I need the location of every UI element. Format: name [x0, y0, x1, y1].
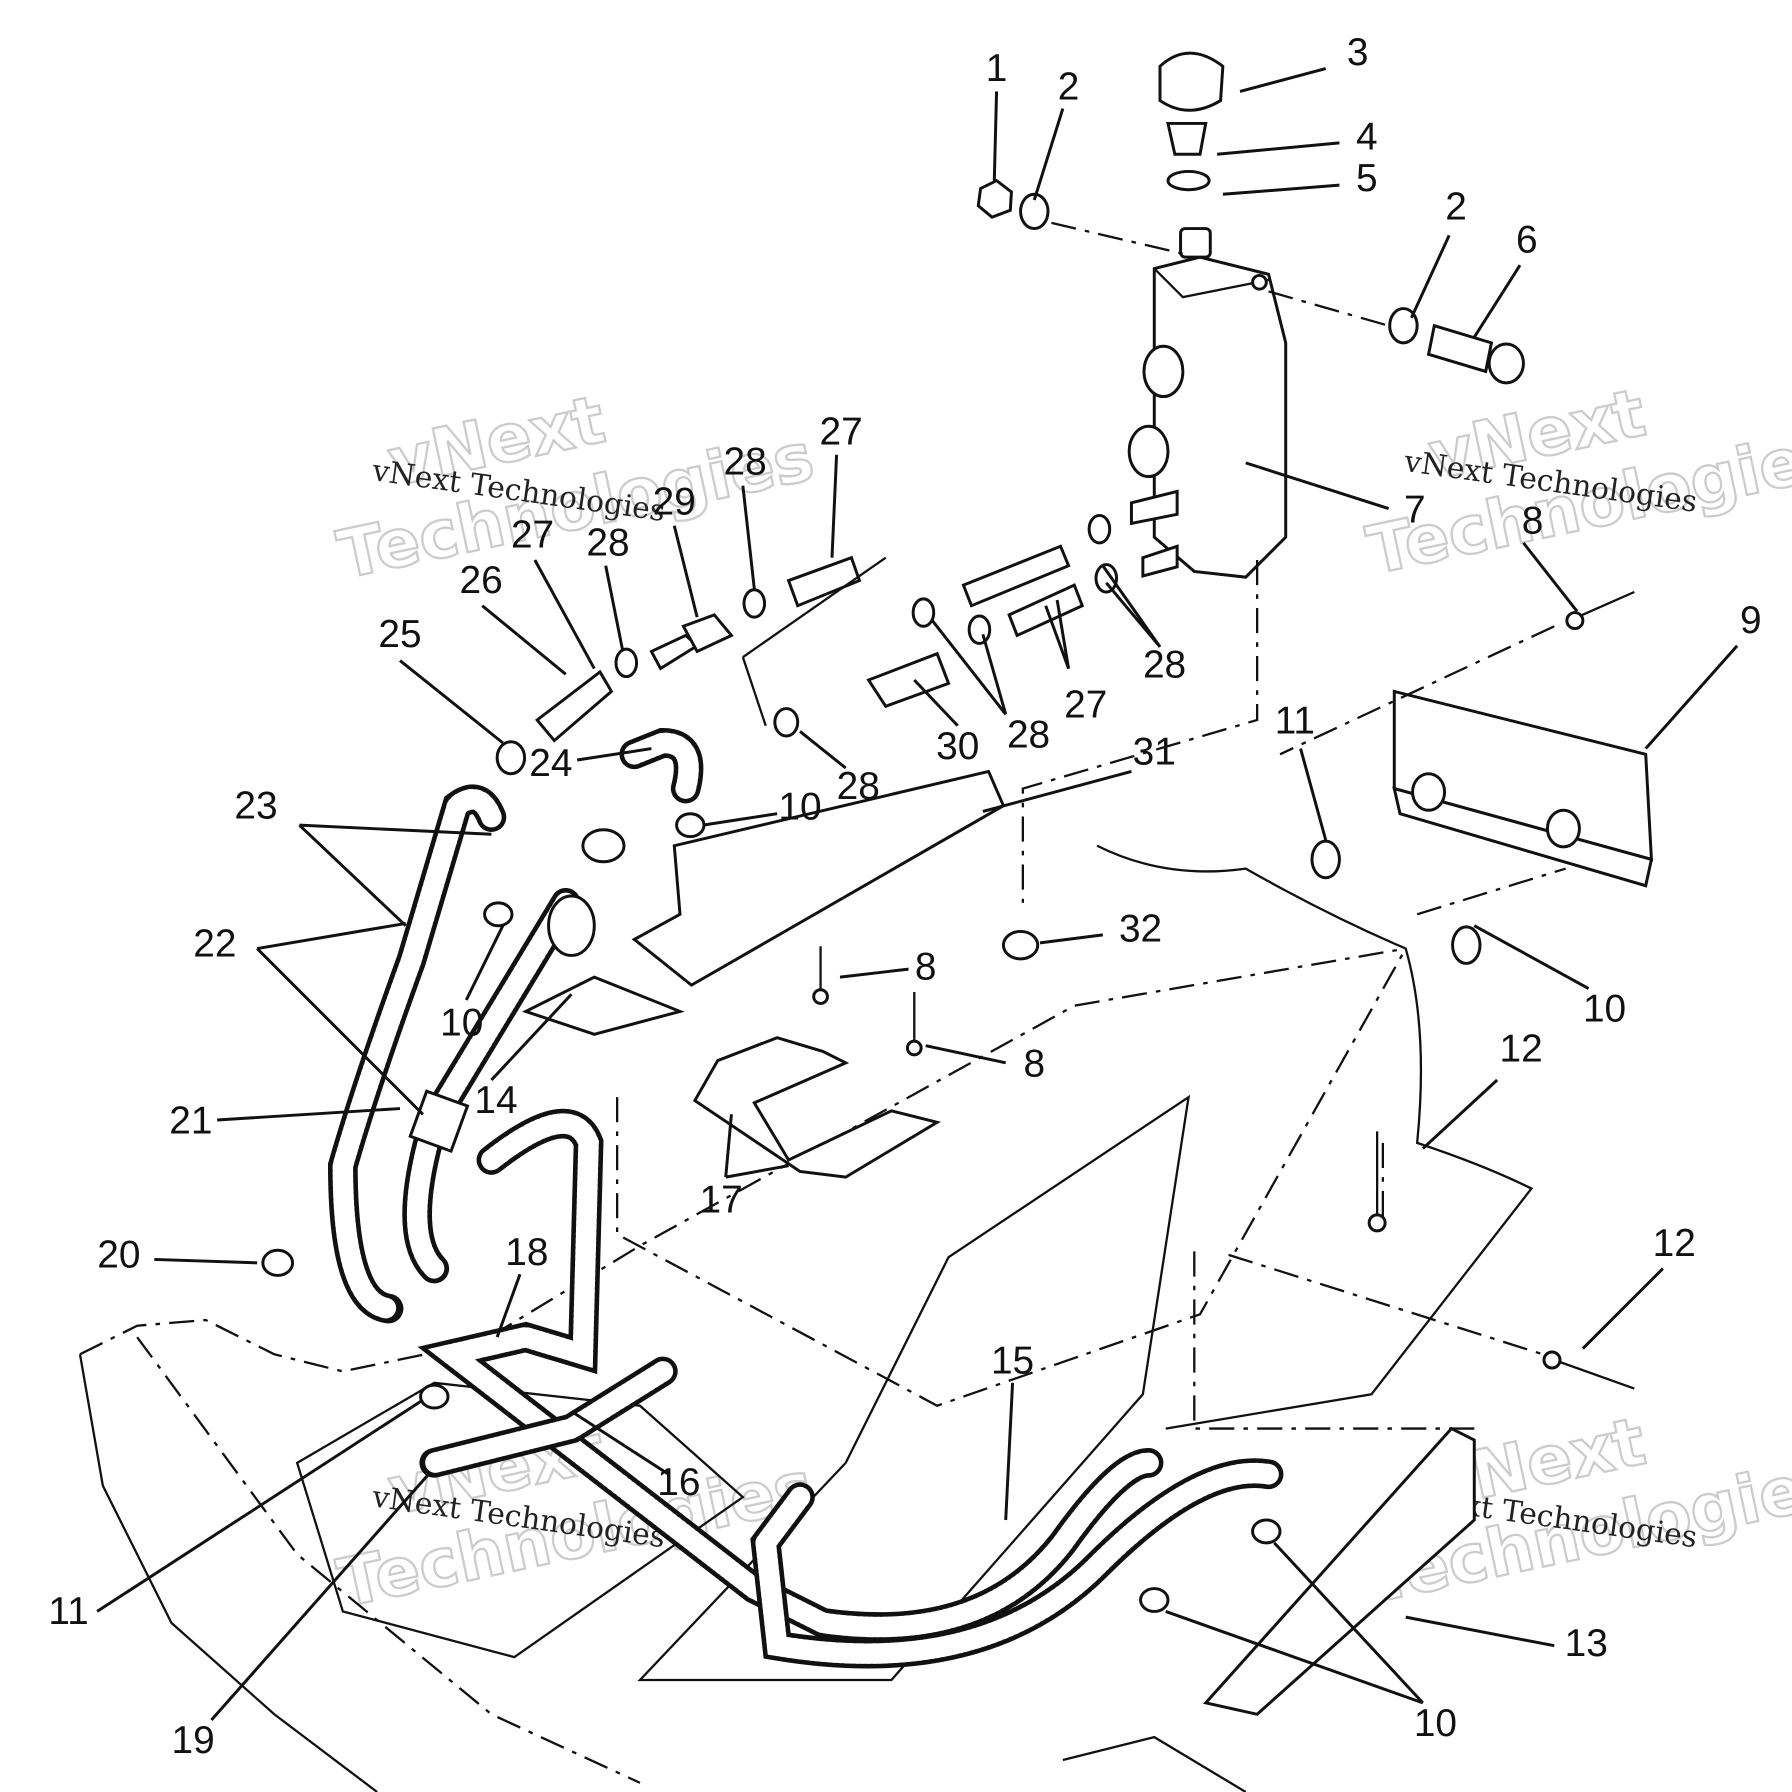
callout-27: 27: [820, 411, 863, 454]
callout-6: 6: [1516, 219, 1538, 262]
callout-22: 22: [193, 923, 236, 966]
callout-21: 21: [169, 1100, 212, 1143]
callout-5: 5: [1356, 157, 1378, 200]
callout-23: 23: [234, 784, 277, 827]
callout-32: 32: [1119, 908, 1162, 951]
callout-26: 26: [460, 559, 503, 602]
callout-27: 27: [1064, 684, 1107, 727]
rivets: [812, 590, 1635, 1390]
callout-10: 10: [778, 785, 821, 828]
callout-10: 10: [1414, 1702, 1457, 1745]
callout-16: 16: [657, 1461, 700, 1504]
callout-25: 25: [378, 613, 421, 656]
callout-17: 17: [700, 1179, 743, 1222]
callout-15: 15: [991, 1340, 1034, 1383]
callout-12: 12: [1500, 1028, 1543, 1071]
fasteners: [976, 178, 1525, 385]
callout-14: 14: [474, 1079, 517, 1122]
callout-3: 3: [1347, 31, 1369, 74]
callout-1: 1: [986, 47, 1008, 90]
callout-9: 9: [1740, 599, 1762, 642]
tank-cap: [1158, 51, 1225, 192]
callout-28: 28: [837, 765, 880, 808]
plate-14: [521, 975, 685, 1036]
callout-4: 4: [1356, 116, 1378, 159]
callout-28: 28: [724, 440, 767, 483]
callout-8: 8: [1522, 500, 1544, 543]
callout-20: 20: [97, 1233, 140, 1276]
fittings-and-filters: [495, 513, 1119, 776]
callout-12: 12: [1653, 1222, 1696, 1265]
callout-18: 18: [505, 1231, 548, 1274]
callout-labels: 1 2 3 4 5 2 6 7 8 9 27 28 29 27 28 26 25…: [48, 31, 1761, 1762]
bracket-17: [692, 1036, 941, 1179]
callout-13: 13: [1565, 1622, 1608, 1665]
callout-28: 28: [1007, 713, 1050, 756]
callout-10: 10: [1583, 988, 1626, 1031]
callout-7: 7: [1404, 488, 1426, 531]
callout-28: 28: [586, 521, 629, 564]
mounting-plate-9: [1392, 689, 1654, 888]
callout-8: 8: [1023, 1043, 1045, 1086]
callout-27: 27: [511, 513, 554, 556]
oil-hoses: [327, 727, 1284, 1669]
oil-tank: [1127, 227, 1288, 579]
callout-2: 2: [1445, 185, 1467, 228]
callout-30: 30: [936, 725, 979, 768]
callout-8: 8: [915, 945, 937, 988]
hose-clamps: [261, 812, 1482, 1613]
callout-19: 19: [172, 1719, 215, 1762]
chassis-frame: [78, 844, 1534, 1792]
centerline: [1021, 560, 1555, 903]
bracket-31: [631, 769, 1006, 987]
callout-10: 10: [440, 1001, 483, 1044]
callout-24: 24: [529, 742, 572, 785]
callout-11: 11: [48, 1590, 88, 1633]
callout-2: 2: [1058, 65, 1080, 108]
callout-31: 31: [1133, 731, 1176, 774]
centerline: [1228, 867, 1567, 1356]
callout-29: 29: [653, 480, 696, 523]
callout-28: 28: [1143, 644, 1186, 687]
callout-11: 11: [1275, 700, 1315, 743]
leader-lines: [96, 67, 1739, 1721]
plate-13: [1202, 1426, 1476, 1716]
